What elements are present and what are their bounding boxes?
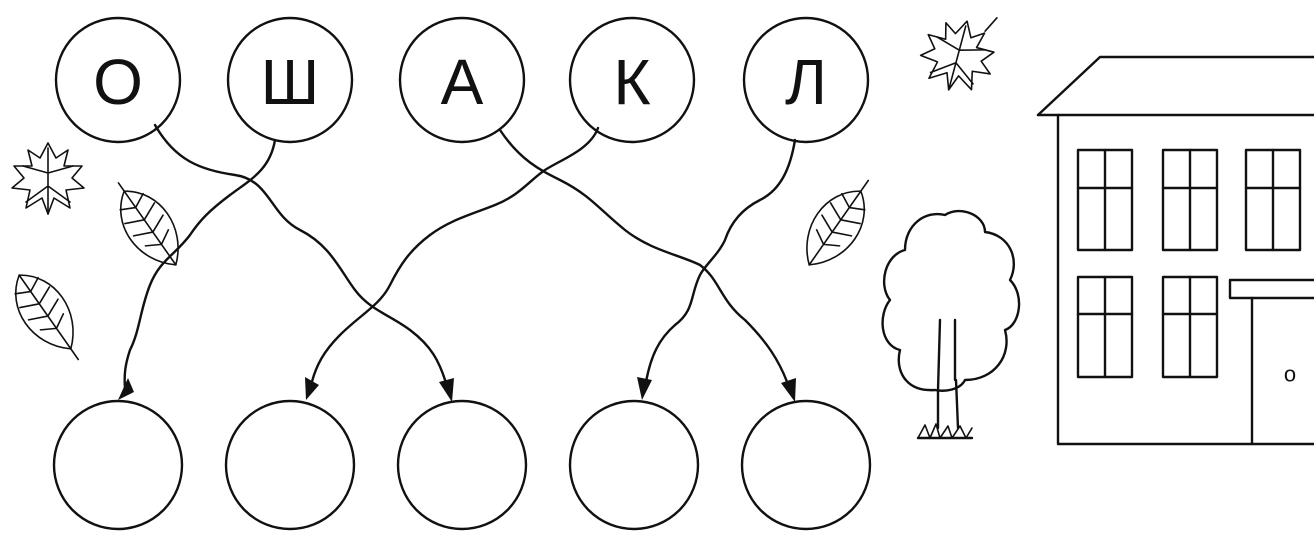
birch-leaf-icon [806,179,870,266]
letter-circle-1: О [54,16,182,144]
letter-5: Л [785,46,827,118]
arrow-1 [118,378,134,400]
window-row-lower [1076,275,1219,379]
path-sh [123,138,277,390]
birch-leaf-icon [14,274,80,361]
letter-circle-4: К [568,16,696,144]
maple-leaf-icon [919,17,998,91]
window-row-upper [1076,148,1302,252]
door-knob: о [1284,362,1296,387]
answer-circle-3[interactable] [396,399,528,531]
letter-circle-3: А [398,16,526,144]
answer-circles [52,399,872,531]
letter-1: О [93,46,143,118]
source-letter-circles: О Ш А К Л [54,16,870,144]
arrow-4 [637,377,652,400]
path-a [498,128,792,392]
answer-circle-5[interactable] [740,399,872,531]
letter-circle-2: Ш [226,16,354,144]
door: о [1228,278,1314,446]
path-l [643,138,797,390]
path-o [153,123,450,392]
school-building-icon: о [1036,55,1314,446]
tree-icon [881,209,1021,440]
answer-circle-4[interactable] [568,399,700,531]
arrow-3 [439,378,454,402]
answer-circle-2[interactable] [224,399,356,531]
arrow-5 [781,378,796,402]
letter-2: Ш [261,46,320,118]
letter-circle-5: Л [742,16,870,144]
arrow-2 [305,377,319,400]
maze-paths [118,123,797,402]
letter-4: К [613,46,650,118]
path-k [308,126,600,392]
birch-leaf-icon [117,182,179,266]
maple-leaf-icon [11,142,85,215]
letter-3: А [441,46,484,118]
answer-circle-1[interactable] [52,399,184,531]
